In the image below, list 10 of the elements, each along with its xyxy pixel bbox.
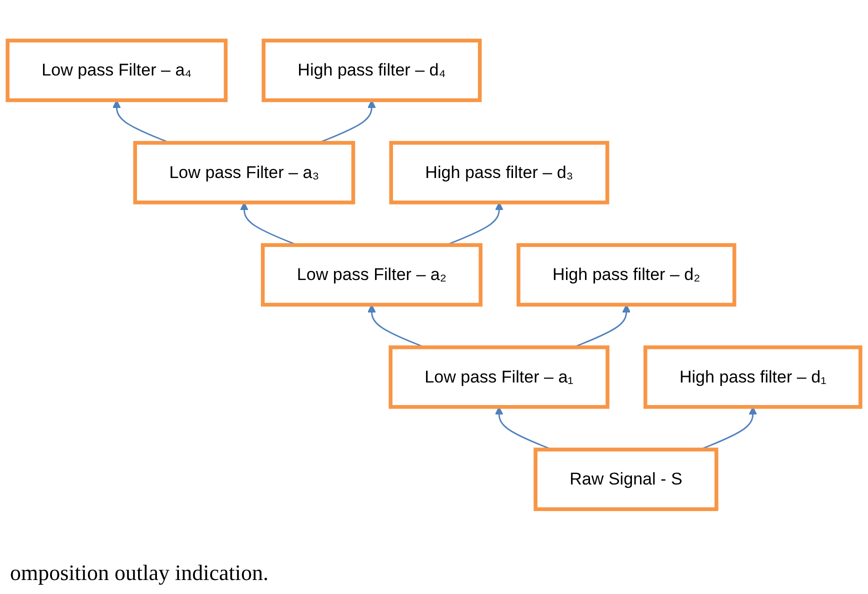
node-box: Low pass Filter – a₃ [133,141,356,204]
node-box: High pass filter – d₃ [389,141,610,204]
node-box: Low pass Filter – a₂ [260,243,482,307]
node-box: High pass filter – d₁ [643,346,862,409]
node-box: High pass filter – d₄ [262,38,482,102]
node-box: Low pass Filter – a₄ [6,38,228,102]
node-box: Raw Signal - S [534,448,718,512]
node-box: Low pass Filter – a₁ [388,346,610,409]
caption: omposition outlay indication. [10,560,268,586]
node-box: High pass filter – d₂ [516,243,736,307]
